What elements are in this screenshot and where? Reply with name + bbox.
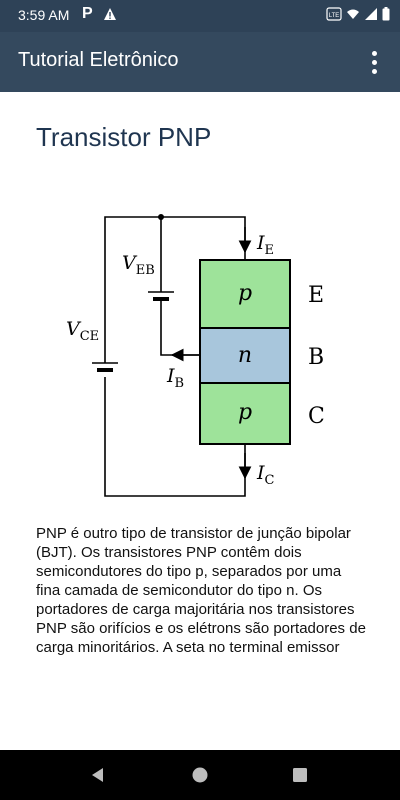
status-bar: 3:59 AM P LTE: [0, 0, 400, 32]
collector-layer-symbol: p: [238, 400, 252, 425]
terminal-label-b: B: [308, 345, 324, 370]
status-time: 3:59 AM: [18, 7, 70, 23]
terminal-label-c: C: [308, 404, 325, 429]
wifi-icon: [347, 9, 359, 19]
voltage-label-veb: VEB: [122, 252, 155, 278]
emitter-layer-symbol: p: [238, 281, 252, 306]
body-text: PNP é outro tipo de transistor de junção…: [36, 525, 366, 656]
battery-vce: [92, 362, 118, 372]
circuit-wires: [104, 216, 252, 497]
recents-icon[interactable]: [290, 765, 310, 785]
collector-layer: [199, 382, 291, 445]
pnp-transistor-diagram: p n p E B C IE IB IC VEB VCE: [66, 214, 325, 497]
voltage-label-vce: VCE: [66, 318, 99, 344]
parking-icon: P: [82, 5, 93, 22]
base-layer-symbol: n: [238, 343, 252, 368]
current-label-ib: IB: [166, 365, 184, 391]
junction-dot: [158, 214, 164, 220]
terminal-label-e: E: [308, 283, 324, 308]
volte-icon: LTE: [326, 7, 342, 21]
status-icons-left: P: [82, 5, 117, 23]
svg-text:LTE: LTE: [329, 13, 340, 19]
status-icons-right: LTE: [326, 6, 390, 22]
app-title: Tutorial Eletrônico: [18, 49, 179, 71]
back-icon[interactable]: [88, 765, 108, 785]
home-icon[interactable]: [190, 765, 210, 785]
nav-bar: [0, 750, 400, 800]
battery-icon: [382, 7, 390, 21]
transistor-body: [199, 259, 291, 445]
current-label-ie: IE: [256, 232, 274, 258]
page-title: Transistor PNP: [36, 122, 212, 152]
app-bar: Tutorial Eletrônico: [0, 32, 400, 92]
content-area[interactable]: Transistor PNP: [0, 92, 400, 750]
battery-veb: [148, 291, 174, 301]
more-vert-icon[interactable]: [358, 46, 390, 78]
signal-icon: [365, 8, 377, 20]
warning-icon: [103, 8, 116, 20]
current-label-ic: IC: [256, 462, 275, 488]
